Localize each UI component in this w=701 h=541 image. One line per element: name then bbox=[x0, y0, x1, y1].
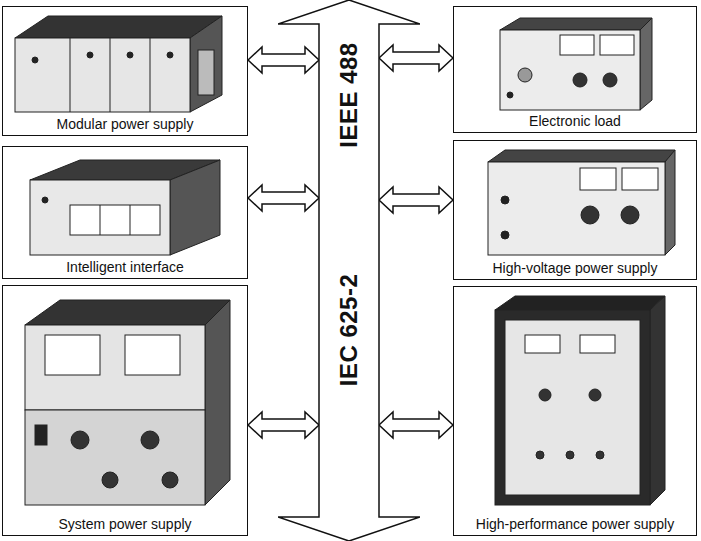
bus-band: IEEE 488IEC 625-2 bbox=[278, 0, 420, 541]
caption-line: Intelligent interface bbox=[3, 259, 247, 275]
equipment-box: System power supply bbox=[2, 285, 248, 536]
bus-arrow bbox=[248, 47, 319, 73]
caption-line: High-voltage power supply bbox=[454, 260, 696, 276]
bus-arrow bbox=[248, 412, 319, 438]
equipment-box: High-voltage power supply bbox=[453, 140, 697, 280]
equipment-box: Intelligent interface bbox=[2, 146, 248, 279]
bus-arrow bbox=[379, 45, 453, 71]
bus-name: IEC 625-2 bbox=[335, 274, 363, 387]
bus-arrow-shape bbox=[278, 0, 420, 541]
caption-line: Modular power supply bbox=[3, 116, 247, 132]
bus-arrow bbox=[248, 185, 319, 211]
equipment-caption: High-performance power supply bbox=[473, 516, 677, 532]
equipment-caption: System power supply bbox=[55, 516, 194, 532]
bus-arrow bbox=[379, 412, 453, 438]
caption-line: System power supply bbox=[3, 516, 247, 532]
equipment-caption: Modular power supply bbox=[54, 116, 197, 132]
equipment-box: Modular power supply bbox=[2, 6, 248, 136]
equipment-caption: Electronic load bbox=[526, 113, 624, 129]
equipment-caption: Intelligent interface bbox=[63, 259, 187, 275]
bus-arrow bbox=[379, 187, 453, 213]
equipment-box: Electronic load bbox=[453, 6, 697, 133]
bus-name: IEEE 488 bbox=[335, 42, 363, 147]
equipment-caption: High-voltage power supply bbox=[490, 260, 661, 276]
caption-line: High-performance power supply bbox=[454, 516, 696, 532]
equipment-box: High-performance power supply bbox=[453, 286, 697, 536]
caption-line: Electronic load bbox=[454, 113, 696, 129]
